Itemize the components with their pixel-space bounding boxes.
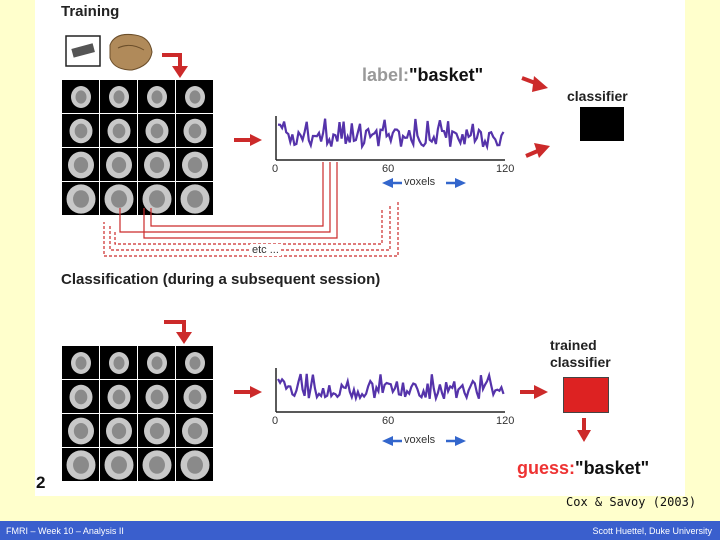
brain-slice-inner: [74, 123, 88, 139]
brain-slice-inner: [111, 190, 127, 208]
training-voxels-label: voxels: [404, 176, 436, 188]
classification-title: Classification (during a subsequent sess…: [61, 271, 381, 288]
brain-slice-inner: [188, 389, 202, 405]
brain-slice-inner: [149, 422, 165, 440]
brain-slice-inner: [189, 90, 201, 104]
classify-tick-120: 120: [496, 415, 515, 427]
brain-slice-inner: [150, 389, 164, 405]
training-brain-icon: [109, 34, 153, 71]
classification-slice-grid: [62, 346, 213, 481]
figure-number: 2: [36, 473, 46, 492]
brain-slice-inner: [112, 123, 126, 139]
classify-arrow-to-grid: [164, 320, 186, 334]
brain-slice-inner: [187, 456, 203, 474]
footer-right-text: Scott Huettel, Duke University: [592, 526, 712, 536]
footer-bar: FMRI – Week 10 – Analysis II Scott Huett…: [0, 521, 720, 540]
brain-slice-inner: [74, 389, 88, 405]
guess-key: guess:: [517, 458, 576, 478]
classifier-to-guess-arrow: [577, 418, 591, 442]
brain-slice-inner: [73, 422, 89, 440]
footer-left-text: FMRI – Week 10 – Analysis II: [6, 526, 124, 536]
training-tick-0: 0: [272, 163, 279, 175]
brain-slice-inner: [113, 90, 125, 104]
training-tick-60: 60: [382, 163, 395, 175]
training-label: label:"basket": [362, 65, 483, 86]
etc-label: etc ...: [250, 244, 281, 256]
brain-slice-inner: [112, 389, 126, 405]
classify-arrow-to-plot: [234, 386, 262, 398]
brain-slice-inner: [149, 456, 165, 474]
brain-slice-inner: [73, 190, 89, 208]
label-key: label:: [362, 65, 410, 85]
guess-value: "basket": [575, 458, 650, 478]
brain-slice-inner: [113, 356, 125, 370]
label-arrow: [521, 76, 548, 92]
brain-slice-inner: [151, 356, 163, 370]
training-voxels-arrows: [382, 178, 466, 188]
classifier-label: classifier: [567, 88, 628, 104]
classify-voxels-label: voxels: [404, 434, 436, 446]
brain-slice-inner: [75, 356, 87, 370]
training-title: Training: [61, 3, 120, 20]
brain-slice-inner: [111, 456, 127, 474]
brain-slice-inner: [150, 123, 164, 139]
classify-voxels-arrows: [382, 436, 466, 446]
training-tick-120: 120: [496, 163, 515, 175]
brain-slice-inner: [73, 456, 89, 474]
trained-classifier-box: [563, 377, 609, 413]
brain-slice-inner: [187, 422, 203, 440]
classify-signal-line: [277, 371, 505, 403]
classify-tick-0: 0: [272, 415, 279, 427]
brain-slice-inner: [75, 90, 87, 104]
signal-to-classifier-arrow: [525, 143, 550, 158]
brain-slice-inner: [149, 190, 165, 208]
brain-slice-inner: [149, 156, 165, 174]
guess-label: guess:"basket": [517, 458, 649, 479]
signal-to-trained-classifier-arrow: [520, 385, 548, 399]
brain-slice-inner: [187, 156, 203, 174]
brain-slice-inner: [187, 190, 203, 208]
untrained-classifier-box: [580, 107, 624, 141]
label-value: "basket": [409, 65, 484, 85]
training-stimulus-icon: [65, 35, 101, 67]
training-arrow-to-plot: [234, 134, 262, 146]
brain-slice-inner: [151, 90, 163, 104]
trained-classifier-label: trained classifier: [550, 337, 611, 370]
brain-slice-inner: [73, 156, 89, 174]
training-slice-grid: [62, 80, 213, 215]
classify-tick-60: 60: [382, 415, 395, 427]
training-arrow-to-grid: [162, 53, 182, 68]
training-signal-line: [277, 118, 505, 151]
citation: Cox & Savoy (2003): [566, 495, 697, 509]
training-signal-plot: [275, 116, 505, 161]
brain-slice-inner: [188, 123, 202, 139]
brain-slice-inner: [189, 356, 201, 370]
classify-signal-plot: [275, 368, 505, 413]
brain-slice-inner: [111, 156, 127, 174]
voxel-extraction-lines: [103, 162, 399, 257]
brain-slice-inner: [111, 422, 127, 440]
